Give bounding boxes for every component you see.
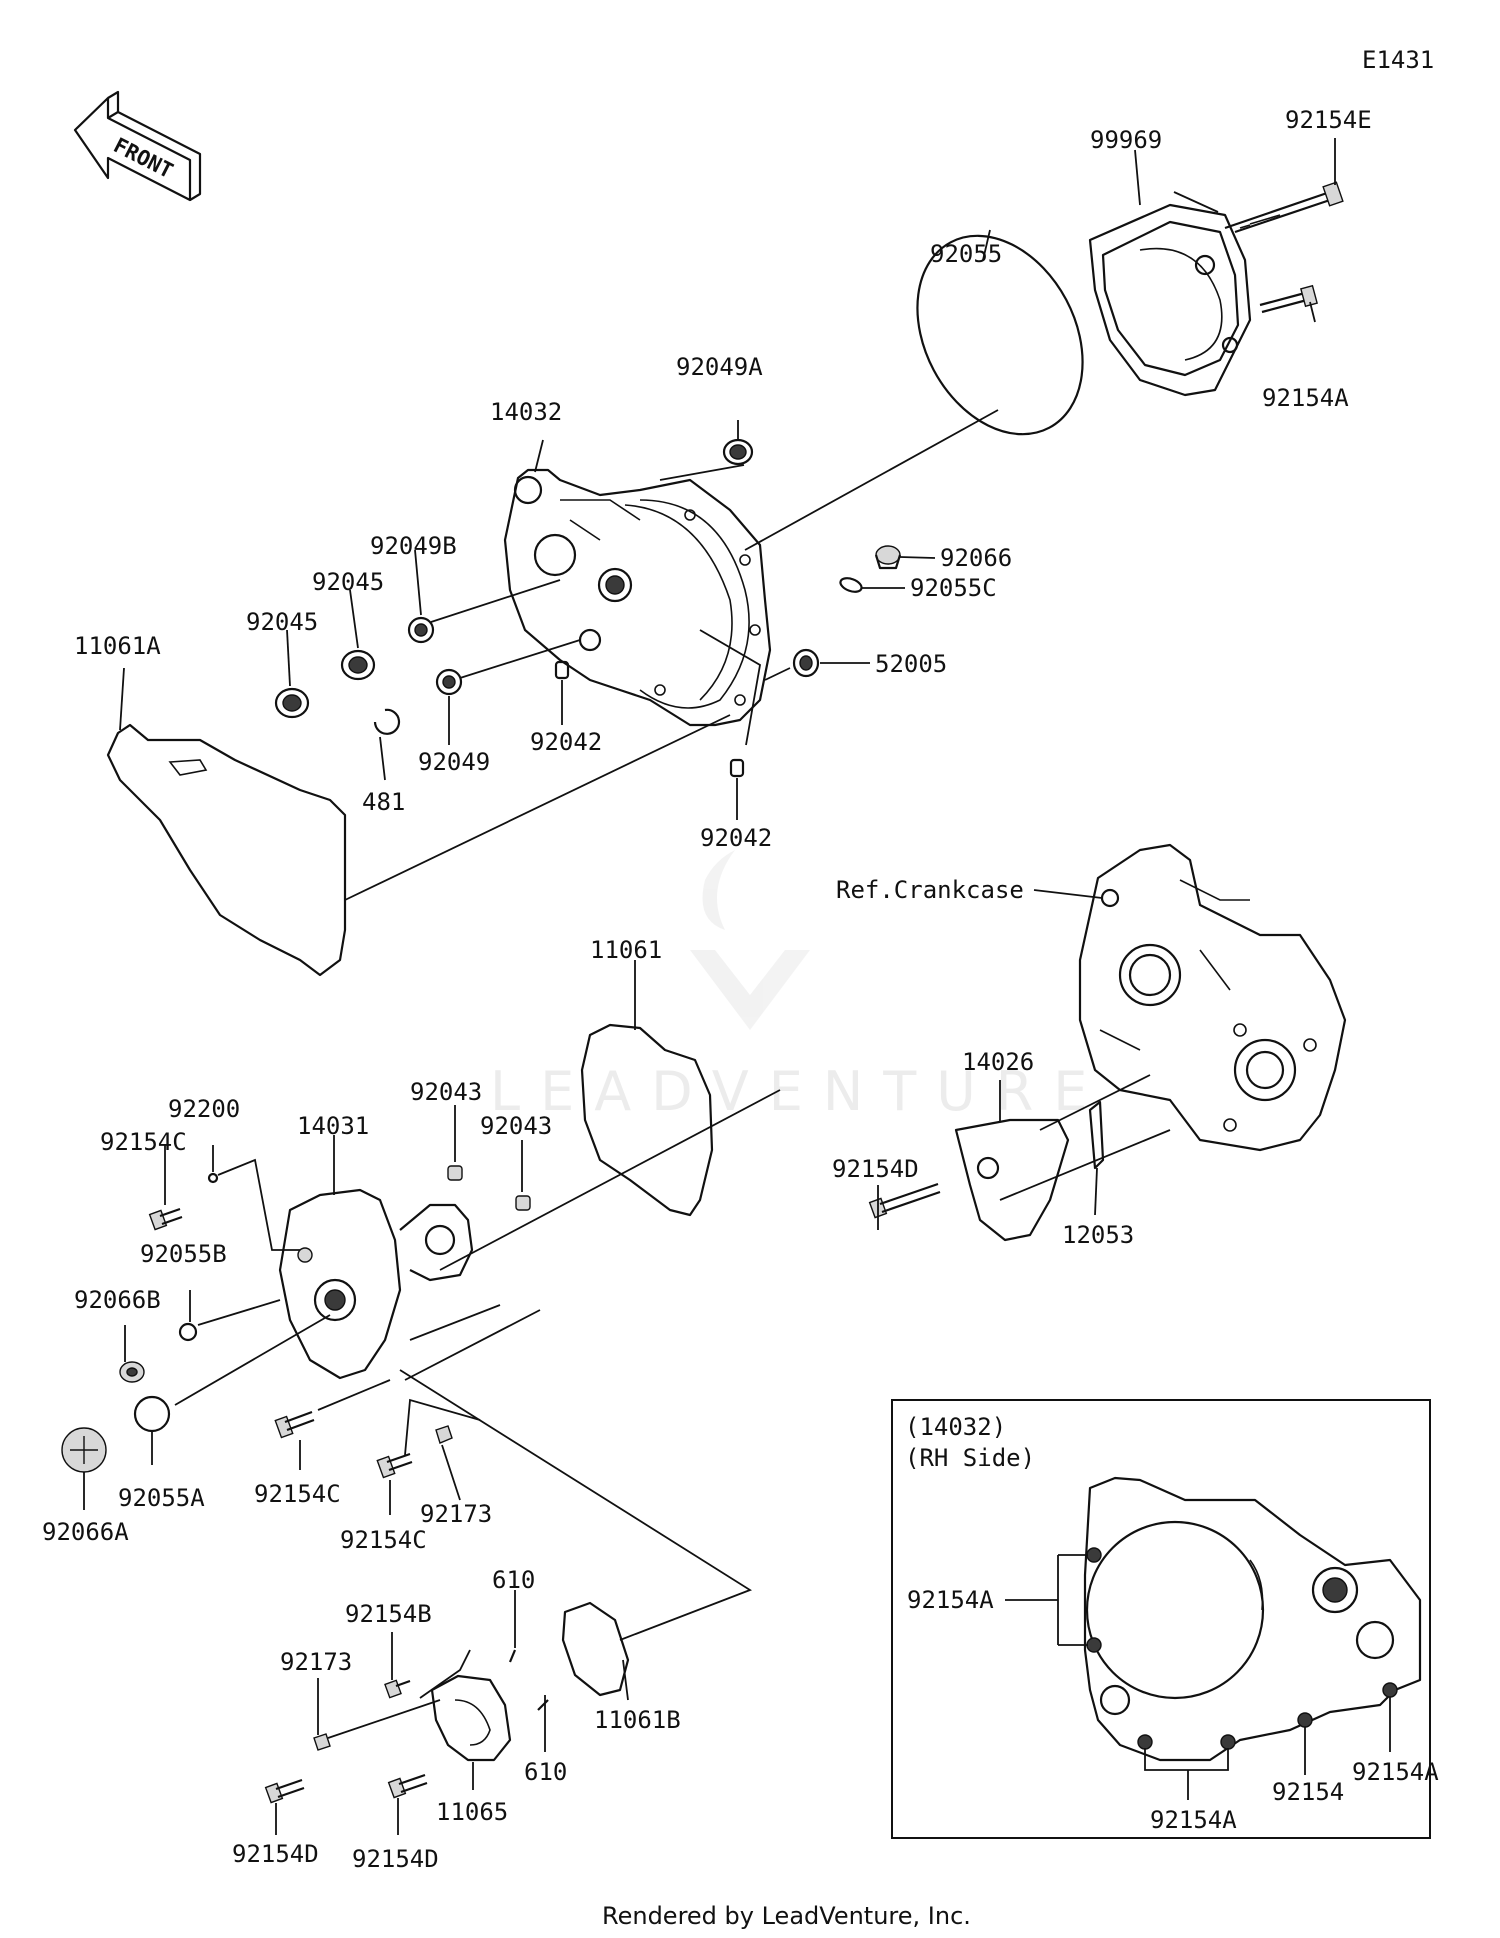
bolt-92154D-left-icon: [264, 1778, 305, 1804]
label-92154D-sprocket: 92154D: [832, 1155, 919, 1183]
pin-610-b: [537, 1699, 549, 1711]
clamp-92173-b: [313, 1733, 331, 1751]
washer-92200: [207, 1172, 219, 1184]
label-92042-b: 92042: [700, 824, 772, 852]
cap-92066A-icon: [61, 1427, 107, 1473]
bolt-92154B-icon: [384, 1679, 411, 1699]
label-92043-b: 92043: [480, 1112, 552, 1140]
label-92066: 92066: [940, 544, 1012, 572]
inset-label-92154A-bottom: 92154A: [1150, 1806, 1237, 1834]
footer-credit: Rendered by LeadVenture, Inc.: [602, 1902, 971, 1930]
label-610-b: 610: [524, 1758, 567, 1786]
clamp-92173-a: [435, 1425, 453, 1444]
cover-11065: [430, 1674, 512, 1762]
sprocket-cover-14026: [954, 1118, 1070, 1242]
label-99969: 99969: [1090, 126, 1162, 154]
bolt-92154C-low-icon: [376, 1452, 413, 1479]
bolt-92154C-mid-icon: [274, 1410, 315, 1439]
label-92173-b: 92173: [280, 1648, 352, 1676]
label-92055C: 92055C: [910, 574, 997, 602]
label-14026: 14026: [962, 1048, 1034, 1076]
inset-label-92154: 92154: [1272, 1778, 1344, 1806]
inset-label-92154A-left: 92154A: [907, 1586, 994, 1614]
o-ring-92055A: [133, 1395, 171, 1433]
watermark-logo: [690, 850, 810, 1030]
o-ring-92055B: [178, 1322, 198, 1342]
label-92154E: 92154E: [1285, 106, 1372, 134]
label-92154C-top: 92154C: [100, 1128, 187, 1156]
seal-52005: [792, 648, 820, 678]
clutch-cover-14032: [503, 468, 772, 727]
bearing-92045-a: [274, 687, 310, 719]
inset-side-label: (RH Side): [905, 1444, 1035, 1472]
label-11061B: 11061B: [594, 1706, 681, 1734]
pin-610-a: [508, 1649, 517, 1663]
bolt-92154A-top-icon: [1259, 284, 1318, 314]
label-92055: 92055: [930, 240, 1002, 268]
label-610-a: 610: [492, 1566, 535, 1594]
seal-92049: [435, 668, 463, 696]
o-ring-92055: [916, 234, 1084, 436]
label-92049: 92049: [418, 748, 490, 776]
label-481: 481: [362, 788, 405, 816]
label-92055A: 92055A: [118, 1484, 205, 1512]
watermark-text: LEADVENTURE: [490, 1060, 1107, 1123]
bolt-92154D-right-icon: [387, 1773, 428, 1799]
label-92154B: 92154B: [345, 1600, 432, 1628]
label-92154C-low: 92154C: [340, 1526, 427, 1554]
label-11061A: 11061A: [74, 632, 161, 660]
plug-92066B-icon: [119, 1361, 145, 1383]
inset-ref-label: (14032): [905, 1413, 1006, 1441]
leader-lines: [83, 138, 1336, 1835]
label-14032: 14032: [490, 398, 562, 426]
front-arrow-icon: FRONT: [73, 90, 202, 202]
label-92049A: 92049A: [676, 353, 763, 381]
label-ref-crankcase: Ref.Crankcase: [836, 876, 1024, 904]
seal-92049B: [407, 616, 435, 644]
label-92043-a: 92043: [410, 1078, 482, 1106]
bolt-92154C-top-icon: [148, 1207, 183, 1231]
gasket-11061: [580, 1023, 714, 1217]
label-11065: 11065: [436, 1798, 508, 1826]
bearing-92045-b: [340, 649, 376, 681]
label-14031: 14031: [297, 1112, 369, 1140]
bolt-92154E-icon: [1224, 181, 1344, 234]
dowel-92042-b: [729, 758, 745, 778]
label-92154D-right: 92154D: [352, 1845, 439, 1873]
label-92154C-mid: 92154C: [254, 1480, 341, 1508]
label-92154A: 92154A: [1262, 384, 1349, 412]
gasket-11061A: [106, 723, 347, 977]
label-52005: 52005: [875, 650, 947, 678]
dowel-92043-b: [515, 1195, 531, 1211]
label-92045-a: 92045: [246, 608, 318, 636]
label-92049B: 92049B: [370, 532, 457, 560]
inset-rh-side: (14032) (RH Side) 92154A 92154 92154A 92…: [891, 1399, 1439, 1839]
dowel-92042-a: [554, 660, 570, 680]
part-labels: 99969 92154E 92055 92154A 92049A 14032 9…: [42, 106, 1372, 1873]
dowel-92043-a: [447, 1165, 463, 1181]
gasket-11061B: [561, 1601, 630, 1697]
guide-12053: [1088, 1100, 1105, 1170]
clutch-guard-99969: [1088, 203, 1252, 397]
label-92045-b: 92045: [312, 568, 384, 596]
plug-92066-icon: [874, 545, 902, 570]
generator-cover-14031: [278, 1188, 474, 1380]
inset-label-92154A-right: 92154A: [1352, 1758, 1439, 1786]
o-ring-92055C: [839, 577, 863, 593]
label-92066B: 92066B: [74, 1286, 161, 1314]
label-92042-a: 92042: [530, 728, 602, 756]
ref-crankcase: [1078, 843, 1347, 1152]
label-12053: 12053: [1062, 1221, 1134, 1249]
circlip-481: [373, 708, 401, 735]
label-92154D-left: 92154D: [232, 1840, 319, 1868]
label-92055B: 92055B: [140, 1240, 227, 1268]
label-92173-a: 92173: [420, 1500, 492, 1528]
label-11061: 11061: [590, 936, 662, 964]
diagram-code: E1431: [1362, 46, 1434, 74]
label-92200: 92200: [168, 1095, 240, 1123]
label-92066A: 92066A: [42, 1518, 129, 1546]
